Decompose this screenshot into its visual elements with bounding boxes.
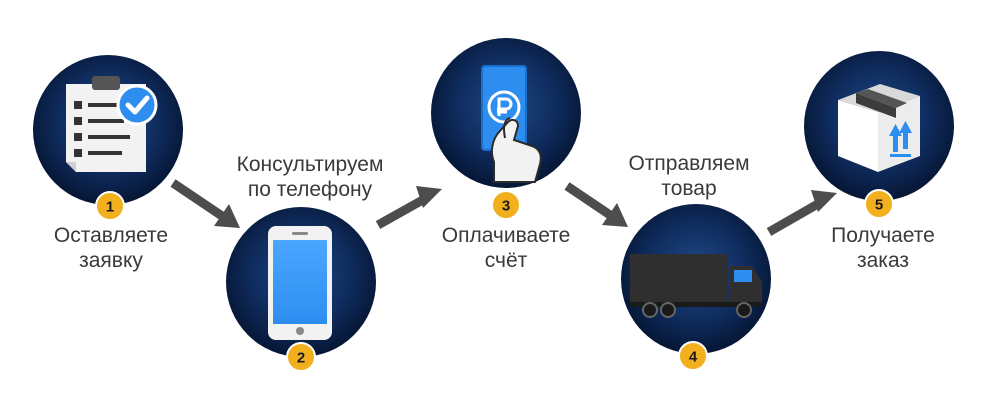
step-5-label: Получаете заказ (783, 223, 981, 273)
step-3-badge: 3 (491, 190, 521, 220)
step-2-circle (226, 207, 376, 357)
this-side-up-arrows-icon (889, 121, 912, 157)
package-box-icon (838, 84, 920, 172)
step-2-label-line-1: Консультируем (236, 153, 384, 176)
step-5-label-line-2: заказ (856, 249, 910, 272)
step-3-circle (431, 38, 581, 188)
step-4-circle (621, 204, 771, 354)
arrow-3-to-4 (564, 182, 628, 227)
step-3-label-line-1: Оплачиваете (441, 224, 571, 247)
svg-text:3: 3 (502, 198, 510, 215)
step-5-badge: 5 (864, 189, 894, 219)
step-4-label: Отправляем товар (589, 151, 789, 201)
step-5-label-line-1: Получаете (831, 224, 935, 247)
svg-text:1: 1 (106, 199, 114, 216)
smartphone-icon (268, 226, 332, 340)
step-5-circle (804, 51, 954, 201)
step-1-label-line-1: Оставляете (53, 224, 169, 247)
svg-text:5: 5 (875, 197, 883, 214)
hand-with-ruble-banknote-icon (481, 65, 542, 183)
step-3-label-line-2: счёт (484, 249, 528, 272)
arrow-1-to-2 (170, 179, 240, 228)
step-3-label: Оплачиваете счёт (406, 223, 606, 273)
step-2-badge: 2 (286, 342, 316, 372)
svg-text:4: 4 (689, 349, 698, 366)
step-1-badge: 1 (95, 191, 125, 221)
delivery-truck-icon (630, 254, 762, 318)
svg-text:2: 2 (297, 350, 305, 367)
step-4-label-line-2: товар (661, 177, 717, 200)
arrow-4-to-5 (766, 190, 837, 236)
step-2-label: Консультируем по телефону (210, 152, 410, 202)
step-2-label-line-2: по телефону (247, 178, 373, 201)
arrow-2-to-3 (375, 186, 442, 229)
step-1-label-line-2: заявку (79, 249, 143, 272)
step-4-badge: 4 (678, 341, 708, 371)
clipboard-checklist-icon (66, 76, 158, 172)
step-4-label-line-1: Отправляем (628, 152, 750, 175)
step-1-circle (33, 55, 183, 205)
step-1-label: Оставляете заявку (11, 223, 211, 273)
